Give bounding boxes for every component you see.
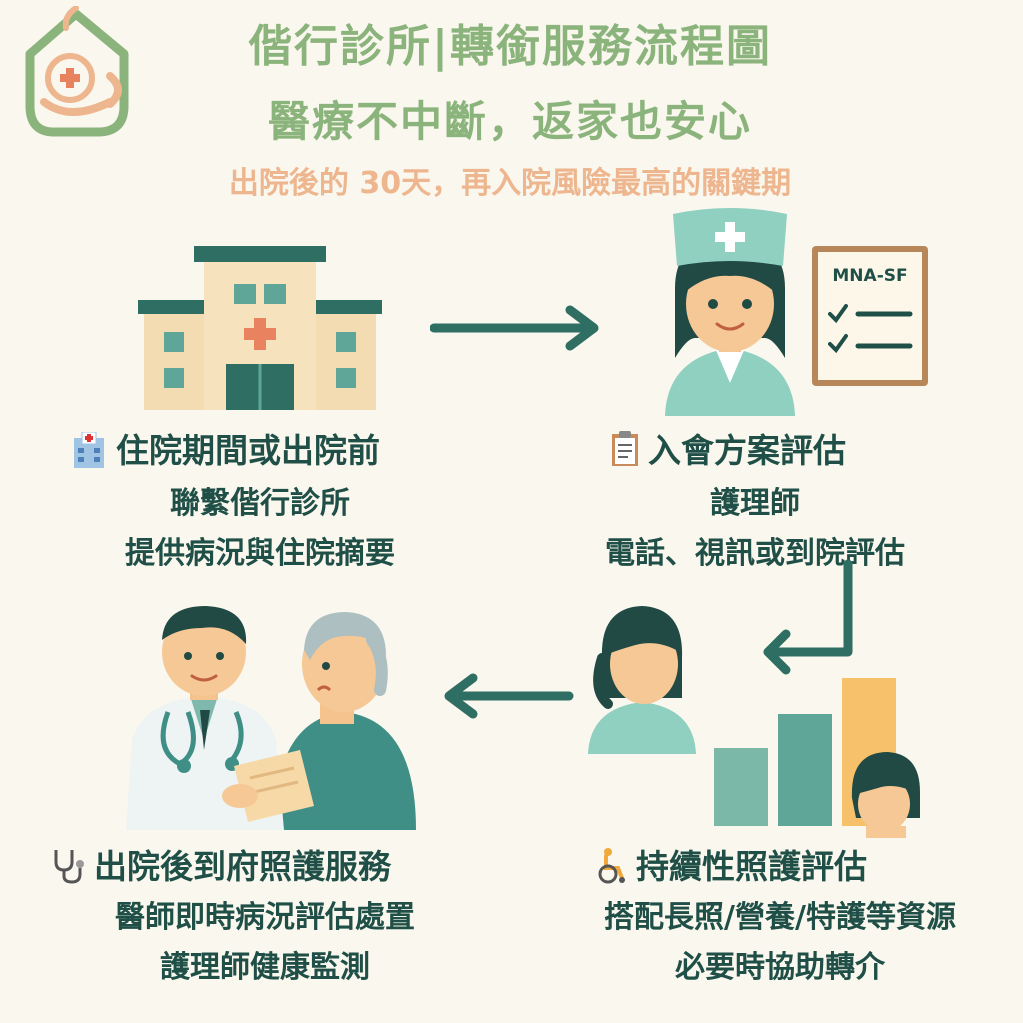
wheelchair-icon	[598, 848, 625, 884]
hospital-illustration	[138, 246, 382, 410]
caregiver-illustration	[851, 752, 920, 838]
step1-line2: 提供病況與住院摘要	[125, 536, 395, 571]
clipboard-label: MNA-SF	[832, 266, 908, 286]
clinic-logo	[25, 6, 129, 137]
page-title: 偕行診所|轉銜服務流程圖	[247, 21, 773, 72]
hospital-icon	[74, 432, 104, 468]
step4-line2: 必要時協助轉介	[675, 950, 885, 985]
step4-title: 持續性照護評估	[594, 840, 867, 888]
arrow-left-icon	[444, 673, 574, 719]
step1-title: 住院期間或出院前	[70, 424, 380, 472]
page-slogan: 醫療不中斷，返家也安心	[267, 97, 752, 146]
patient-illustration	[588, 606, 696, 754]
checklist-icon	[828, 304, 913, 354]
clipboard-icon	[612, 431, 638, 466]
arrow-right-icon	[430, 305, 599, 351]
stethoscope-icon	[54, 850, 84, 884]
step2-line1: 護理師	[710, 486, 800, 521]
step1-title-text: 住院期間或出院前	[116, 431, 380, 470]
step3-title: 出院後到府照護服務	[52, 840, 391, 888]
mna-sf-clipboard: MNA-SF	[812, 246, 928, 386]
nurse-illustration	[665, 208, 795, 416]
step2-line2: 電話、視訊或到院評估	[605, 536, 905, 571]
step3-line2: 護理師健康監測	[160, 950, 370, 985]
step1-line1: 聯繫偕行診所	[170, 486, 350, 521]
step3-line1: 醫師即時病況評估處置	[115, 900, 415, 935]
step4-line1: 搭配長照/營養/特護等資源	[604, 900, 956, 935]
step2-title: 入會方案評估	[610, 424, 846, 472]
page-subtitle: 出院後的 30天，再入院風險最高的關鍵期	[228, 166, 792, 201]
step4-title-text: 持續性照護評估	[636, 847, 867, 886]
step3-title-text: 出院後到府照護服務	[94, 847, 391, 886]
step2-title-text: 入會方案評估	[648, 431, 846, 470]
arrow-down-left-icon	[763, 559, 853, 675]
doctor-visit-illustration	[126, 606, 416, 830]
